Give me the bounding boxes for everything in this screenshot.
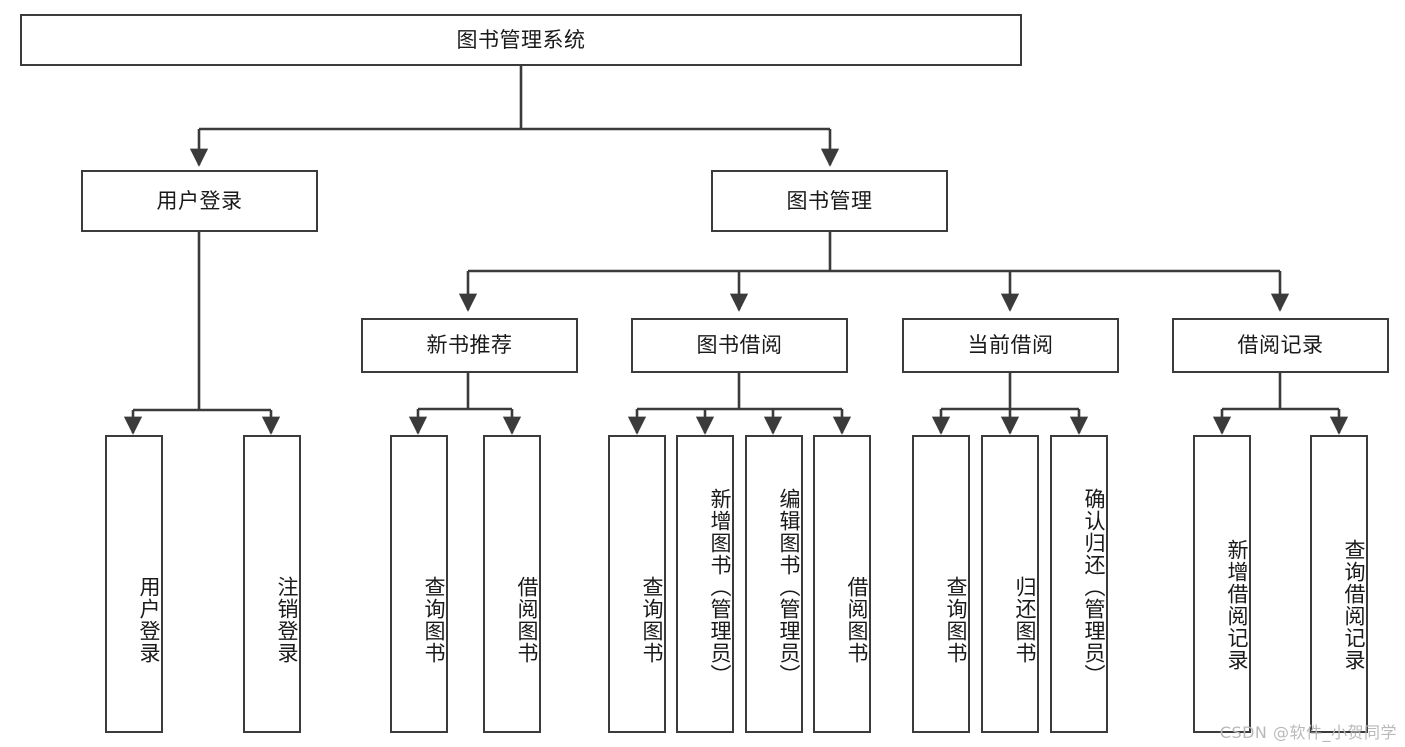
node-leaf-current-borrow-1[interactable]: 查询图书 [912, 435, 970, 733]
node-leaf-borrow-record-2[interactable]: 查询借阅记录 [1310, 435, 1368, 733]
node-leaf-label: 编辑图书（管理员） [777, 488, 801, 686]
node-leaf-book-borrow-1[interactable]: 查询图书 [608, 435, 666, 733]
node-leaf-book-borrow-2[interactable]: 新增图书（管理员） [676, 435, 734, 733]
node-leaf-current-borrow-2[interactable]: 归还图书 [981, 435, 1039, 733]
node-new-book-recommend-label: 新书推荐 [426, 333, 513, 358]
node-leaf-label: 用户登录 [137, 576, 161, 664]
node-root-book-management-system[interactable]: 图书管理系统 [20, 14, 1022, 66]
node-root-label: 图书管理系统 [456, 27, 586, 52]
node-book-borrow[interactable]: 图书借阅 [631, 318, 848, 373]
node-leaf-borrow-record-1[interactable]: 新增借阅记录 [1193, 435, 1251, 733]
node-leaf-book-borrow-4[interactable]: 借阅图书 [813, 435, 871, 733]
node-borrow-record-label: 借阅记录 [1237, 333, 1324, 358]
node-book-management[interactable]: 图书管理 [711, 170, 948, 232]
node-leaf-label: 新增借阅记录 [1225, 539, 1249, 671]
node-borrow-record[interactable]: 借阅记录 [1172, 318, 1389, 373]
node-leaf-label: 查询借阅记录 [1342, 539, 1366, 671]
node-leaf-label: 借阅图书 [845, 576, 869, 664]
node-leaf-label: 借阅图书 [515, 576, 539, 664]
node-leaf-user-login-2[interactable]: 注销登录 [243, 435, 301, 733]
node-leaf-label: 新增图书（管理员） [708, 488, 732, 686]
node-leaf-user-login-1[interactable]: 用户登录 [105, 435, 163, 733]
node-leaf-label: 归还图书 [1013, 576, 1037, 664]
node-user-login-label: 用户登录 [156, 188, 243, 213]
node-book-borrow-label: 图书借阅 [696, 333, 783, 358]
node-leaf-label: 注销登录 [275, 576, 299, 664]
node-current-borrow[interactable]: 当前借阅 [902, 318, 1119, 373]
node-leaf-new-book-2[interactable]: 借阅图书 [483, 435, 541, 733]
node-user-login[interactable]: 用户登录 [81, 170, 318, 232]
node-leaf-book-borrow-3[interactable]: 编辑图书（管理员） [745, 435, 803, 733]
node-leaf-new-book-1[interactable]: 查询图书 [390, 435, 448, 733]
node-leaf-label: 查询图书 [640, 576, 664, 664]
node-leaf-label: 查询图书 [944, 576, 968, 664]
node-leaf-label: 查询图书 [422, 576, 446, 664]
watermark: CSDN @软件_小贺同学 [1219, 723, 1397, 742]
node-leaf-current-borrow-3[interactable]: 确认归还（管理员） [1050, 435, 1108, 733]
node-leaf-label: 确认归还（管理员） [1082, 488, 1106, 686]
node-book-management-label: 图书管理 [786, 188, 873, 213]
node-current-borrow-label: 当前借阅 [967, 333, 1054, 358]
node-new-book-recommend[interactable]: 新书推荐 [361, 318, 578, 373]
